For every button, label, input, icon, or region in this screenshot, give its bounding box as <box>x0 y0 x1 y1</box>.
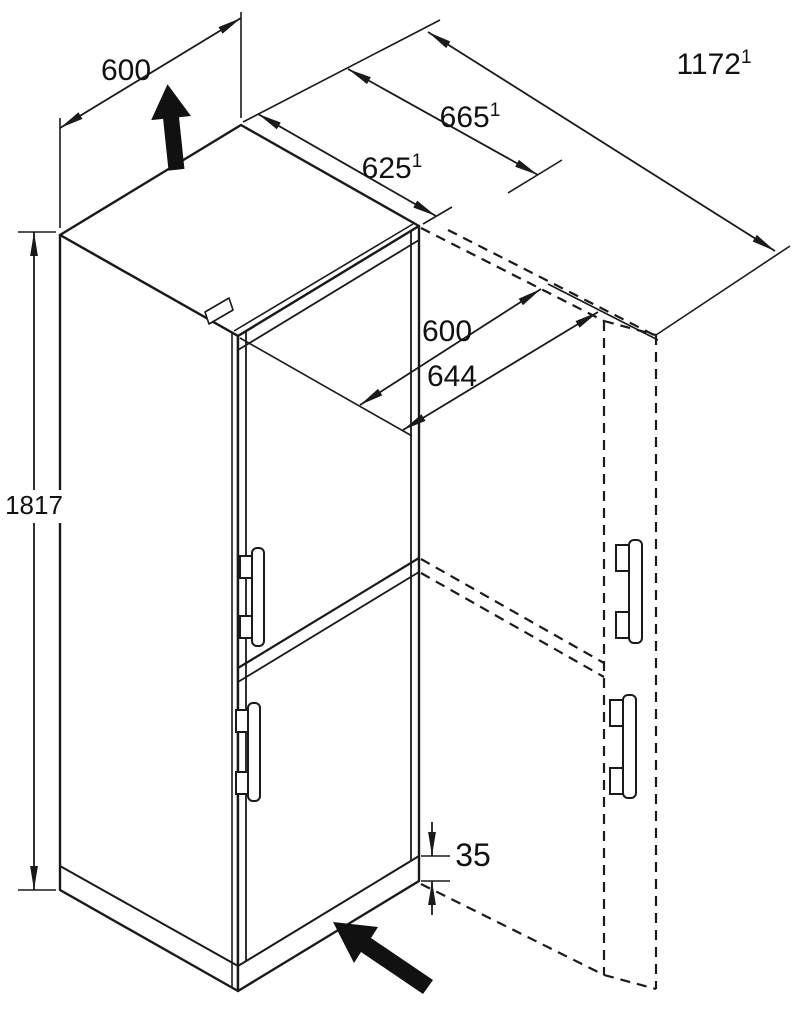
fridge-front-face <box>236 224 421 993</box>
base-inflow-arrow-icon <box>333 922 433 994</box>
door-divider-line-lower <box>237 571 420 683</box>
dim-door-clearance-label: 644 <box>427 360 477 393</box>
dim-depth-with-door-label: 6651 <box>440 100 501 134</box>
open-door-divider-ext-upper <box>420 558 605 664</box>
control-panel <box>204 297 234 325</box>
door-handles <box>235 547 265 802</box>
depth-dimensions-group <box>242 19 791 336</box>
extension-line <box>239 337 413 437</box>
dim-base-height-label: 35 <box>455 837 491 873</box>
door-divider-line-upper <box>237 557 420 669</box>
dimension-line-1172 <box>427 31 776 252</box>
dim-height-label: 1817 <box>5 490 63 520</box>
open-lower-handle-bar <box>622 694 637 799</box>
front-width-dimensions-group <box>239 283 659 437</box>
dimension-600-top-group <box>59 12 242 228</box>
dim-top-width-label: 600 <box>101 54 151 87</box>
dimension-line-625 <box>257 113 437 217</box>
top-face-inner-edge <box>233 223 414 332</box>
top-up-arrow-icon <box>151 84 191 171</box>
open-door-divider-ext-lower <box>420 572 605 678</box>
open-upper-handle-bar <box>628 539 643 644</box>
back-plane-extension-line <box>242 19 441 123</box>
plinth-line-left <box>59 865 239 967</box>
label-backplate <box>4 490 64 523</box>
dimension-line-644 <box>402 311 599 431</box>
dimension-35-group <box>421 822 450 915</box>
open-door-bottom-connector <box>603 973 657 991</box>
open-door-top-outer <box>447 229 657 337</box>
dim-depth-open-total-label: 11721 <box>676 47 751 81</box>
extension-line <box>422 206 453 225</box>
open-door-handles <box>609 539 643 799</box>
extension-line <box>547 283 659 341</box>
extension-line <box>507 159 563 194</box>
lower-handle-bar <box>247 702 261 802</box>
fridge-left-face <box>58 233 240 993</box>
dimension-line <box>59 17 242 129</box>
plinth-line-front <box>237 855 420 967</box>
fridge-body <box>58 123 421 993</box>
extension-line <box>655 245 791 336</box>
dim-front-width-label: 600 <box>422 315 472 348</box>
open-door-bottom <box>420 883 605 976</box>
flow-arrows <box>151 84 433 994</box>
door-top-gap-line <box>237 239 420 351</box>
upper-handle-bar <box>251 547 265 647</box>
dim-depth-body-label: 6251 <box>362 151 423 185</box>
dimension-1817-group <box>18 231 56 891</box>
open-door-top-connector <box>603 319 657 337</box>
